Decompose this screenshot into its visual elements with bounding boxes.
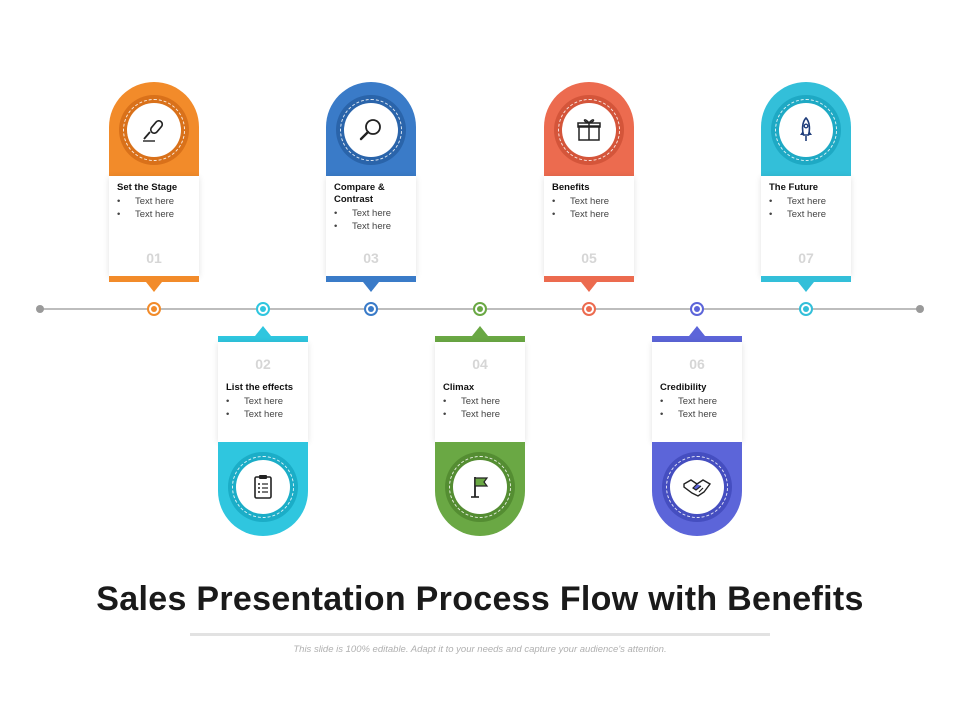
step-bullets: Text here Text here xyxy=(435,395,525,421)
bullet-item: Text here xyxy=(334,220,408,233)
bullet-item: Text here xyxy=(117,208,191,221)
step-pointer xyxy=(798,282,814,292)
step-number: 01 xyxy=(146,250,162,266)
timeline-dot-05 xyxy=(582,302,596,316)
step-pointer xyxy=(255,326,271,336)
step-card-03[interactable]: Compare & Contrast Text here Text here 0… xyxy=(326,82,416,292)
step-bullets: Text here Text here xyxy=(544,195,634,221)
step-bullets: Text here Text here xyxy=(326,207,416,233)
step-title: List the effects xyxy=(226,382,294,393)
bullet-item: Text here xyxy=(226,408,300,421)
timeline-dot-03 xyxy=(364,302,378,316)
timeline-dot-07 xyxy=(799,302,813,316)
bullet-item: Text here xyxy=(660,408,734,421)
step-number: 07 xyxy=(798,250,814,266)
timeline-dot-04 xyxy=(473,302,487,316)
step-body: The Future Text here Text here 07 xyxy=(761,176,851,276)
timeline-dot-02 xyxy=(256,302,270,316)
bullet-item: Text here xyxy=(660,395,734,408)
step-card-05[interactable]: Benefits Text here Text here 05 xyxy=(544,82,634,292)
flag-icon xyxy=(465,472,495,502)
microphone-icon xyxy=(139,115,169,145)
icon-ring xyxy=(228,452,298,522)
icon-ring xyxy=(554,95,624,165)
step-band xyxy=(761,276,851,282)
bullet-item: Text here xyxy=(769,208,843,221)
step-title: Set the Stage xyxy=(117,182,178,193)
step-body: Benefits Text here Text here 05 xyxy=(544,176,634,276)
step-number: 05 xyxy=(581,250,597,266)
step-body: 04 Climax Text here Text here xyxy=(435,342,525,442)
bullet-item: Text here xyxy=(769,195,843,208)
step-body: Compare & Contrast Text here Text here 0… xyxy=(326,176,416,276)
icon-ring xyxy=(119,95,189,165)
step-band xyxy=(544,276,634,282)
bullet-item: Text here xyxy=(334,207,408,220)
step-title: Compare & Contrast xyxy=(334,182,385,205)
step-band xyxy=(652,336,742,342)
bullet-item: Text here xyxy=(443,408,517,421)
icon-ring xyxy=(336,95,406,165)
bullet-item: Text here xyxy=(117,195,191,208)
slide-subtitle: This slide is 100% editable. Adapt it to… xyxy=(293,644,667,655)
step-body: Set the Stage Text here Text here 01 xyxy=(109,176,199,276)
icon-ring xyxy=(445,452,515,522)
bullet-item: Text here xyxy=(226,395,300,408)
timeline-dot-01 xyxy=(147,302,161,316)
bullet-item: Text here xyxy=(552,195,626,208)
rocket-icon xyxy=(791,115,821,145)
step-pointer xyxy=(472,326,488,336)
step-body: 02 List the effects Text here Text here xyxy=(218,342,308,442)
step-card-04[interactable]: 04 Climax Text here Text here xyxy=(435,326,525,536)
title-underline xyxy=(190,633,770,636)
step-card-02[interactable]: 02 List the effects Text here Text here xyxy=(218,326,308,536)
step-title: Credibility xyxy=(660,382,707,393)
step-number: 06 xyxy=(689,356,705,372)
step-title: Climax xyxy=(443,382,475,393)
clipboard-checklist-icon xyxy=(248,472,278,502)
step-title: Benefits xyxy=(552,182,590,193)
timeline-start-dot xyxy=(36,305,44,313)
bullet-item: Text here xyxy=(443,395,517,408)
step-card-01[interactable]: Set the Stage Text here Text here 01 xyxy=(109,82,199,292)
bullet-item: Text here xyxy=(552,208,626,221)
step-title: The Future xyxy=(769,182,819,193)
step-number: 04 xyxy=(472,356,488,372)
step-pointer xyxy=(146,282,162,292)
step-bullets: Text here Text here xyxy=(652,395,742,421)
step-card-07[interactable]: The Future Text here Text here 07 xyxy=(761,82,851,292)
step-pointer xyxy=(689,326,705,336)
step-pointer xyxy=(363,282,379,292)
slide-title: Sales Presentation Process Flow with Ben… xyxy=(96,580,864,618)
timeline-dot-06 xyxy=(690,302,704,316)
step-number: 03 xyxy=(363,250,379,266)
magnifier-icon xyxy=(356,115,386,145)
step-bullets: Text here Text here xyxy=(761,195,851,221)
step-bullets: Text here Text here xyxy=(218,395,308,421)
timeline-end-dot xyxy=(916,305,924,313)
step-pointer xyxy=(581,282,597,292)
handshake-icon xyxy=(681,472,713,502)
icon-ring xyxy=(771,95,841,165)
step-band xyxy=(109,276,199,282)
step-body: 06 Credibility Text here Text here xyxy=(652,342,742,442)
gift-icon xyxy=(574,115,604,145)
step-band xyxy=(218,336,308,342)
icon-ring xyxy=(662,452,732,522)
step-band xyxy=(435,336,525,342)
step-band xyxy=(326,276,416,282)
step-number: 02 xyxy=(255,356,271,372)
step-bullets: Text here Text here xyxy=(109,195,199,221)
step-card-06[interactable]: 06 Credibility Text here Text here xyxy=(652,326,742,536)
